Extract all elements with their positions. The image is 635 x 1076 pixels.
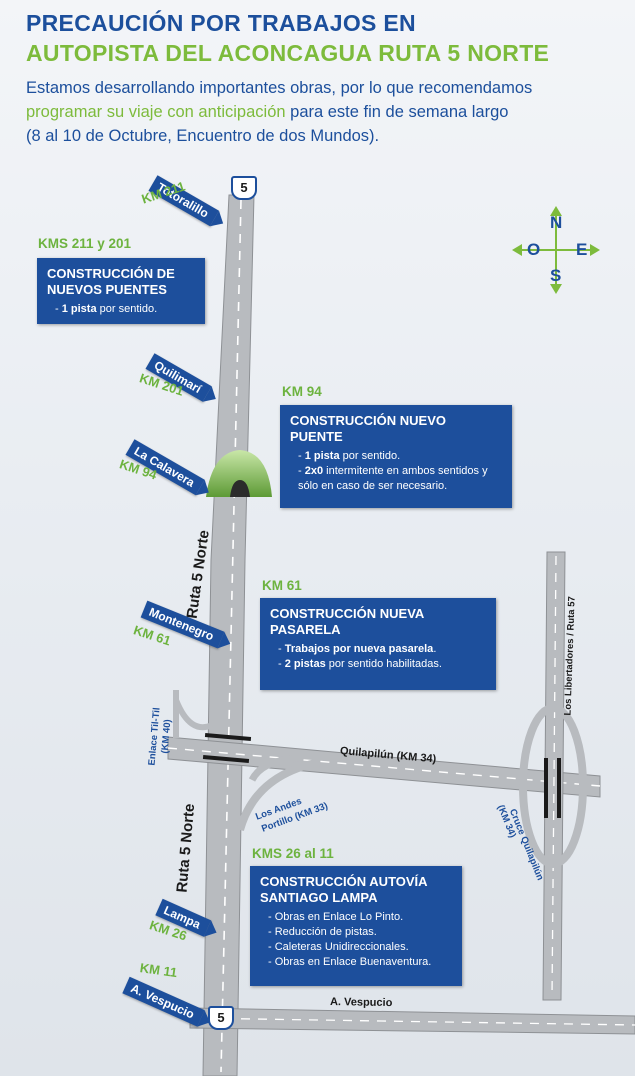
km-label-s1: KMS 211 y 201	[38, 236, 132, 251]
intro-line-b: para este fin de semana largo	[285, 103, 509, 121]
compass-s: S	[550, 266, 562, 285]
km-label-s3: KM 61	[262, 578, 302, 593]
box-item: - Trabajos por nueva pasarela.	[278, 643, 437, 655]
label-vespucio-road: A. Vespucio	[329, 996, 393, 1010]
box-title-s2: CONSTRUCCIÓN NUEVO PUENTE	[290, 413, 447, 444]
la-calavera-hill	[206, 450, 272, 497]
page-title-line1: PRECAUCIÓN POR TRABAJOS EN	[26, 10, 416, 36]
route-shield-top: 5	[231, 176, 257, 200]
enlace-tiltil-road	[173, 690, 214, 738]
quilapilun-road	[167, 736, 601, 798]
box-title-s1: CONSTRUCCIÓN DE NUEVOS PUENTES	[47, 266, 175, 297]
compass-e: E	[576, 240, 588, 259]
box-title-s3: CONSTRUCCIÓN NUEVA PASARELA	[270, 606, 424, 637]
intro-highlight: programar su viaje con anticipación	[26, 103, 286, 121]
km-label-s2: KM 94	[282, 384, 322, 399]
info-box-s2: CONSTRUCCIÓN NUEVO PUENTE - 1 pista por …	[280, 405, 512, 508]
cruce-quilapilun-interchange	[519, 704, 587, 868]
box-title-s4: CONSTRUCCIÓN AUTOVÍA SANTIAGO LAMPA	[260, 874, 428, 905]
box-item: - Reducción de pistas.	[268, 926, 377, 938]
intro-line-a: Estamos desarrollando importantes obras,…	[26, 79, 533, 97]
los-libertadores-road	[542, 551, 566, 1001]
box-item: - 1 pista por sentido.	[298, 450, 401, 462]
box-item: - Caleteras Unidireccionales.	[268, 941, 409, 953]
compass-rose	[512, 206, 600, 294]
page-title-line2: AUTOPISTA DEL ACONCAGUA RUTA 5 NORTE	[26, 40, 550, 66]
intro-text: Estamos desarrollando importantes obras,…	[26, 76, 621, 148]
compass-n: N	[550, 213, 563, 232]
info-box-s3: CONSTRUCCIÓN NUEVA PASARELA - Trabajos p…	[260, 598, 496, 690]
los-andes-ramp	[236, 758, 321, 832]
intro-line-c: (8 al 10 de Octubre, Encuentro de dos Mu…	[26, 127, 380, 145]
km-label-s4: KMS 26 al 11	[252, 846, 334, 861]
info-box-s4: CONSTRUCCIÓN AUTOVÍA SANTIAGO LAMPA - Ob…	[250, 866, 462, 986]
box-item: - 2x0 intermitente en ambos sentidos y s…	[298, 465, 488, 492]
box-item: - Obras en Enlace Buenaventura.	[268, 956, 432, 968]
box-item: - 2 pistas por sentido habilitadas.	[278, 658, 442, 670]
compass-o: O	[527, 240, 541, 259]
info-box-s1: CONSTRUCCIÓN DE NUEVOS PUENTES - 1 pista…	[37, 258, 205, 324]
box-item: - Obras en Enlace Lo Pinto.	[268, 911, 404, 923]
box-item: - 1 pista por sentido.	[55, 303, 158, 315]
